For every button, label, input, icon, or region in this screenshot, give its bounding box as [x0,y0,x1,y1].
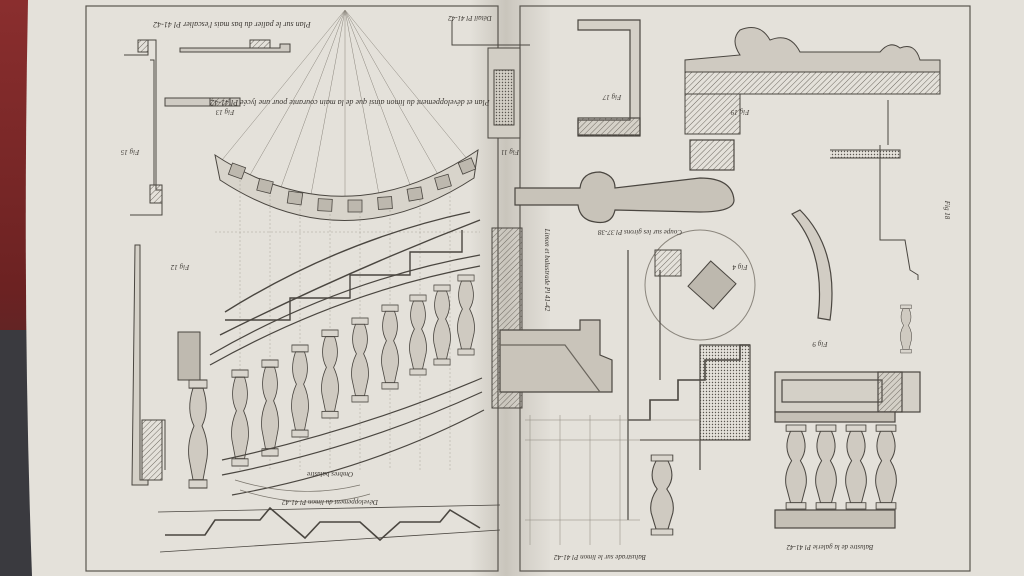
caption-fig11: Fig 11 [501,148,520,156]
caption-fig19: Fig 19 [730,108,750,116]
caption-fig3: Ombres balustre [307,470,353,478]
caption-fig15: Fig 15 [120,148,140,156]
fig4-geometry [644,229,756,341]
fig4-development [157,504,501,553]
fig5-radiating-lines [221,9,469,205]
caption-fig9: Fig 9 [812,340,828,348]
caption-fig10: Balustre de la galerie Pl 41-42 [786,543,873,551]
fig17-frame [577,19,641,137]
caption-fig12: Fig 12 [170,263,190,271]
fig11-panel [451,20,530,139]
left-plate-captions: Plan sur le palier du bas mais l'escalie… [120,20,520,506]
right-plate-captions: Détail Pl 41-42 Fig 17 Fig 19 Coupe sur … [448,14,951,561]
fig5-coffers [227,157,477,213]
caption-fig5: Plan et développement du limon ainsi que… [210,98,490,107]
fig8-newel-baluster [650,454,674,536]
fig5-limon-curve [214,148,479,221]
fig18-section [830,100,919,280]
fig3-ombres [234,479,371,503]
fig13-plan [164,97,241,107]
fig19-moulding [684,27,941,135]
fig12-section [131,244,166,486]
caption-fig17: Fig 17 [602,93,622,101]
fig20-girons [514,139,735,224]
fig2-moulding [499,319,613,393]
fig1-rails [209,254,485,496]
caption-fig4-right: Fig 4 [732,263,748,271]
fig7-grid [525,415,700,545]
caption-fig13: Fig 13 [215,108,235,116]
fig3-handrail-curve [791,209,833,321]
fig8-stair [627,250,751,520]
caption-fig18: Fig 18 [943,200,951,220]
fig14-plan [179,39,291,53]
caption-fig8: Balustrade sur le limon Pl 41-42 [554,553,646,561]
caption-fig4-left: Développement du limon Pl 41-42 [281,498,379,506]
caption-fig20: Coupe sur les girons Pl 37-38 [598,228,682,236]
fig16-small-baluster [900,304,912,354]
newel-block [177,331,201,381]
caption-fig2: Limon et balustrade Pl 41-42 [543,228,551,312]
caption-right-top: Détail Pl 41-42 [448,14,493,22]
staircase-steps [219,211,481,336]
fig9-gallery [774,371,921,529]
fig15-section [124,39,163,216]
caption-left-top: Plan sur le palier du bas mais l'escalie… [153,20,311,29]
